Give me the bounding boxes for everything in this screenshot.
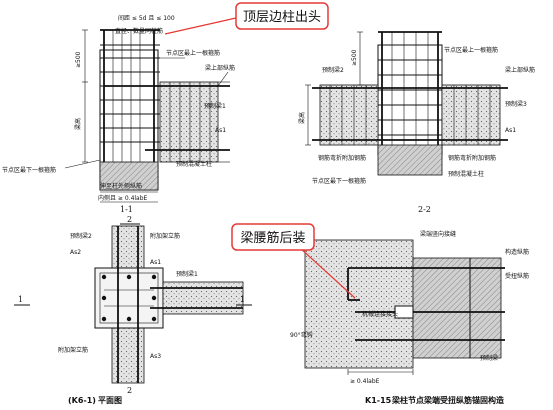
precast-beam-2-shape — [319, 84, 379, 146]
plan-label-as2: As2 — [70, 249, 81, 256]
precast-beam-1-shape — [159, 81, 219, 163]
label-precast-column-2-2: 预制混凝土柱 — [448, 170, 484, 178]
plan-title: 平面图 — [98, 396, 122, 405]
detail-coupler — [394, 305, 414, 319]
callout-top-column: 顶层边柱出头 — [164, 2, 329, 35]
plan-column-bars — [101, 274, 157, 322]
detail-dim-bottom: ≥ 0.4labE — [350, 378, 380, 385]
dim-beam-height-1-1: 梁高 — [74, 118, 82, 130]
column-bars-2-2 — [378, 31, 442, 150]
label-joint-top-stirrup-2-2: 节点区最上一根箍筋 — [444, 46, 498, 54]
section-title-2-2: 2-2 — [418, 205, 431, 214]
detail-label-hook: 90°弯钩 — [290, 331, 313, 339]
label-anchor-right-2-2: 钢筋弯折附加钢筋 — [448, 154, 496, 162]
label-joint-bottom-stirrup-1-1: 节点区最下一根箍筋 — [2, 166, 56, 174]
label-as1-2-2: As1 — [505, 127, 516, 134]
plan-mark-bottom: 2 — [127, 386, 132, 395]
label-outer-bar-1-1: 伸至柱外侧纵筋 — [100, 182, 142, 190]
detail-title: 梁柱节点梁端受扭纵筋锚固构造 — [391, 395, 504, 405]
plan-label-precast-beam-2: 预制梁2 — [70, 232, 92, 240]
label-beam-top-bar-1-1: 梁上部纵筋 — [205, 64, 235, 72]
plan-label-precast-beam-1: 预制梁1 — [176, 270, 198, 278]
column-stirrups — [100, 44, 160, 143]
plan-beam-bottom — [111, 327, 145, 384]
column-2-2 — [377, 44, 443, 156]
label-precast-beam-1-1-1: 预制梁1 — [204, 102, 226, 110]
plan-label-as1: As1 — [150, 259, 161, 266]
plan-mark-top: 2 — [127, 215, 132, 224]
detail-label-column-bar: 构造纵筋 — [505, 248, 529, 256]
plan-beam-top — [111, 225, 145, 269]
column-top-bars — [100, 29, 160, 175]
dim-beam-height-2-2: 梁高 — [298, 112, 306, 124]
label-precast-beam-2-2-2: 预制梁2 — [322, 66, 344, 74]
detail-label-coupler: 机械连接接头 — [362, 310, 398, 318]
label-precast-beam-3-2-2: 预制梁3 — [505, 100, 527, 108]
dim-top-2-2: ≥500 — [351, 49, 358, 66]
callout-top-column-text: 顶层边柱出头 — [243, 10, 321, 25]
section-title-1-1: 1-1 — [120, 205, 133, 214]
precast-beam-3-shape — [441, 84, 501, 146]
top-note-spacing: 间距 ≤ 5d 且 ≤ 100 — [118, 14, 175, 22]
plan-title-code: (K6-1) — [68, 396, 96, 405]
detail-title-code: K1-15 — [365, 396, 392, 405]
detail-label-stress-bar: 受扭纵筋 — [505, 272, 529, 280]
label-inner-1-1: 内侧且 ≥ 0.4labE — [98, 194, 148, 202]
lower-column-2-2 — [377, 144, 443, 176]
detail-precast-beam — [412, 257, 502, 359]
detail-view: ≥ 0.4labE 梁端竖向接缝 构造纵筋 受扭纵筋 机械连接接头 90°弯钩 … — [290, 230, 529, 405]
top-note-diameter: 直径、数量同柱筋 — [115, 27, 163, 35]
detail-label-precast-beam: 预制梁 — [480, 354, 498, 362]
plan-label-tie-top: 附加架立筋 — [150, 232, 180, 240]
plan-mark-right: 1 — [240, 295, 245, 304]
lower-column-1-1 — [99, 161, 159, 191]
callout-beam-waist-bar-text: 梁腰筋后装 — [240, 230, 305, 246]
label-anchor-left-2-2: 钢筋弯折附加钢筋 — [318, 154, 366, 162]
label-joint-top-stirrup-1-1: 节点区最上一根箍筋 — [166, 49, 220, 57]
label-joint-bottom-stirrup-2-2: 节点区最下一根箍筋 — [312, 177, 366, 185]
label-beam-top-bar-2-2: 梁上部纵筋 — [505, 66, 535, 74]
beam-3-stirrups — [453, 85, 491, 145]
plan-label-as3: As3 — [150, 353, 161, 360]
detail-column — [304, 239, 414, 369]
section-2-2: ≥500 梁高 预制梁2 节点区最上一根箍筋 梁上部纵筋 预制梁3 As1 钢筋… — [298, 31, 535, 214]
label-precast-column-1-1: 预制混凝土柱 — [176, 160, 212, 168]
beam-2-stirrups — [329, 85, 367, 145]
plan-mark-left: 1 — [18, 295, 23, 304]
plan-view: 2 1 1 2 预制梁2 附 — [14, 215, 252, 405]
detail-label-vertical-joint: 梁端竖向接缝 — [420, 230, 456, 238]
label-as1-1-1: As1 — [215, 127, 226, 134]
stirrups-2-2 — [378, 59, 442, 136]
dim-top-1-1: ≥500 — [75, 51, 82, 68]
beam-1-stirrups — [169, 82, 211, 162]
plan-label-tie-bottom: 附加架立筋 — [58, 346, 88, 354]
plan-beam-right — [162, 281, 244, 315]
callout-beam-waist-bar: 梁腰筋后装 — [231, 223, 356, 299]
section-1-1: ≥500 梁高 间距 ≤ 5d 且 ≤ 100 直径、数量同柱筋 节点区最上一根… — [2, 14, 235, 214]
